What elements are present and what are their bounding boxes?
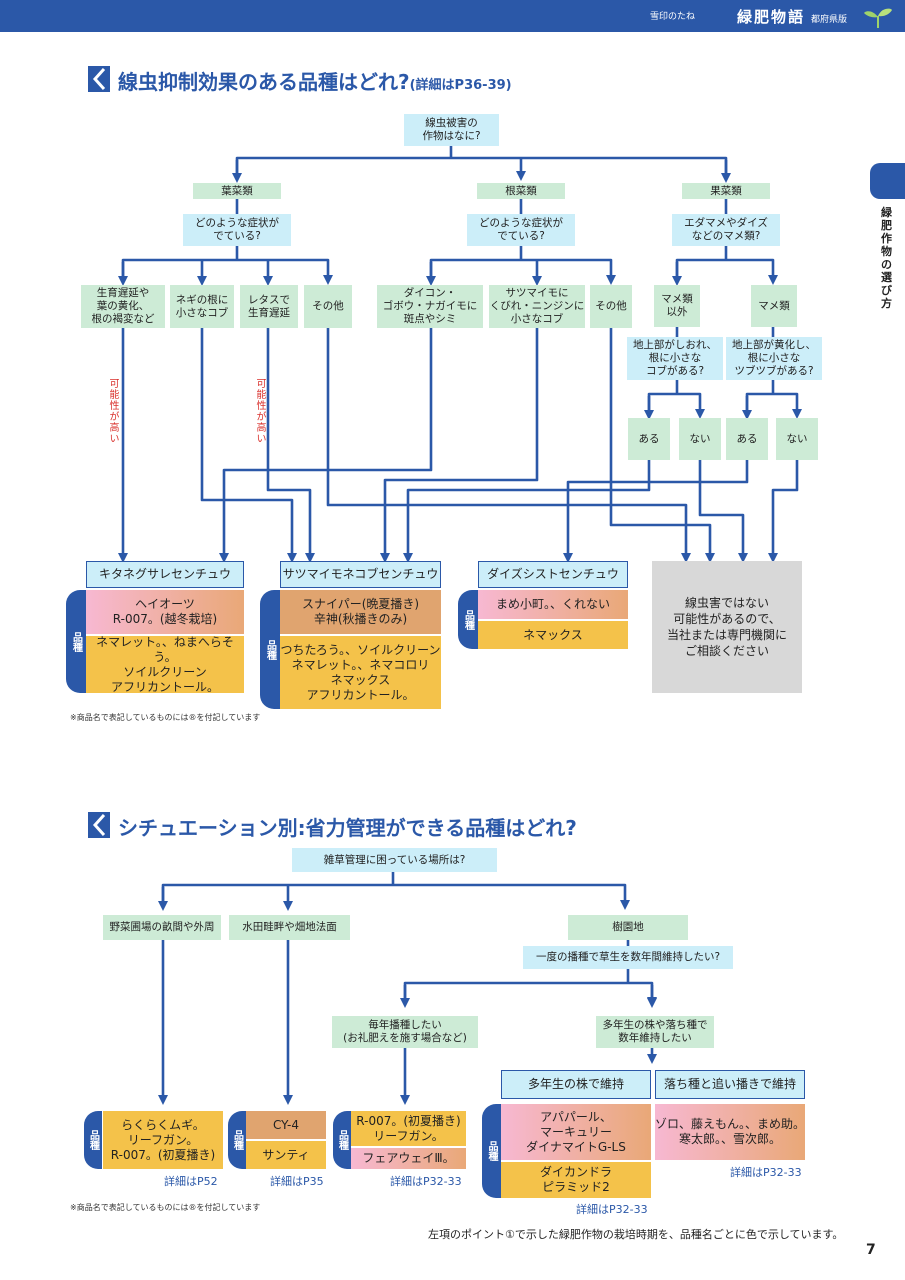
variety2-group-1: らくらくムギ。 リーフガン。 R-007。(初夏播き) — [103, 1111, 223, 1169]
likely-label-2: 可能性が高い — [254, 378, 265, 444]
node2-opt-annual: 毎年播種したい (お礼肥えを施す場合など) — [332, 1016, 478, 1048]
result-satsumaimonekobu: サツマイモネコブセンチュウ — [280, 561, 441, 588]
result3-variety-a: まめ小町。、くれない — [478, 590, 628, 619]
node-sym-leaf-3: レタスで 生育遅延 — [240, 285, 298, 328]
node2-opt-perennial: 多年生の株や落ち種で 数年維持したい — [596, 1016, 714, 1048]
node-q-bean-yes: 地上部が黄化し、 根に小さな ツブツブがある? — [726, 337, 822, 380]
detail-link-3[interactable]: 詳細はP32-33 — [390, 1175, 462, 1188]
page-number: 7 — [866, 1242, 876, 1258]
variety2-label-3: 品種 — [333, 1111, 351, 1169]
footer-note: 左項のポイント①で示した緑肥作物の栽培時期を、品種名ごとに色で示しています。 — [428, 1228, 844, 1241]
variety2-group-2b: サンティ — [246, 1141, 326, 1169]
result3-variety-b: ネマックス — [478, 621, 628, 649]
variety2-label-4: 品種 — [482, 1104, 501, 1198]
node2-place-2: 水田畦畔や畑地法面 — [229, 915, 350, 940]
result2-variety-b: つちたろう。、ソイルクリーン ネマレット。、ネマコロリ ネマックス アフリカント… — [280, 636, 441, 709]
node-q-bean-no: 地上部がしおれ、 根に小さな コブがある? — [627, 337, 723, 380]
head-seed: 落ち種と追い播きで維持 — [655, 1070, 805, 1099]
section1-chevron-icon — [88, 66, 110, 92]
variety2-group-4a: アパパール、 マーキュリー ダイナマイトG-LS — [501, 1104, 651, 1160]
node-cat-leaf: 葉菜類 — [193, 183, 281, 199]
section1-title: 線虫抑制効果のある品種はどれ?(詳細はP36-39) — [118, 66, 512, 95]
node-sym-leaf-1: 生育遅延や 葉の黄化、 根の褐変など — [81, 285, 165, 328]
node-cat-root: 根菜類 — [477, 183, 565, 199]
variety-label-1: 品種 — [66, 590, 86, 693]
result-kitanegusare: キタネグサレセンチュウ — [86, 561, 244, 588]
node-sym-leaf-2: ネギの根に 小さなコブ — [170, 285, 234, 328]
node-root: 線虫被害の 作物はなに? — [404, 114, 499, 146]
header-bar — [0, 0, 905, 32]
detail-link-2[interactable]: 詳細はP35 — [270, 1175, 324, 1188]
node2-place-3: 樹園地 — [568, 915, 688, 940]
node-sym-root-1: ダイコン・ ゴボウ・ナガイモに 斑点やシミ — [377, 285, 483, 328]
node-sym-root-2: サツマイモに くびれ・ニンジンに 小さなコブ — [489, 285, 585, 328]
detail-link-4[interactable]: 詳細はP32-33 — [576, 1203, 648, 1216]
result-no-nematode: 線虫害ではない 可能性があるので、 当社または専門機関に ご相談ください — [652, 561, 802, 693]
node-q-leaf: どのような症状が でている? — [183, 214, 291, 246]
node-q-fruit: エダマメやダイズ などのマメ類? — [672, 214, 780, 246]
result1-variety-b: ネマレット。、ねまへらそう。 ソイルクリーン アフリカントール。 — [86, 635, 244, 694]
variety2-group-5: ゾロ、藤えもん。、まめ助。 寒太郎。、雪次郎。 — [655, 1104, 805, 1160]
node-ans-2: ない — [679, 418, 721, 460]
node-ans-4: ない — [776, 418, 818, 460]
node2-place-1: 野菜圃場の畝間や外周 — [103, 915, 221, 940]
node-bean-yes: マメ類 — [751, 285, 797, 327]
variety2-label-2: 品種 — [228, 1111, 246, 1169]
node-ans-3: ある — [726, 418, 768, 460]
node-sym-leaf-4: その他 — [304, 285, 352, 328]
detail-link-5[interactable]: 詳細はP32-33 — [730, 1166, 802, 1179]
header-subtitle: 雪印のたね — [649, 12, 695, 22]
variety2-group-3b: フェアウェイⅢ。 — [351, 1148, 466, 1169]
variety-label-2: 品種 — [260, 590, 280, 709]
header-brand: 緑肥物語都府県版 — [737, 6, 847, 27]
section1-title-ref: (詳細はP36-39) — [409, 78, 512, 93]
brand-name: 緑肥物語 — [736, 8, 805, 26]
section2-note: ※商品名で表記しているものには®を付記しています — [70, 1203, 261, 1212]
variety2-group-3a: R-007。(初夏播き) リーフガン。 — [351, 1111, 466, 1146]
result2-variety-a: スナイパー(晩夏播き) 辛神(秋播きのみ) — [280, 590, 441, 634]
node-ans-1: ある — [628, 418, 670, 460]
variety-label-3: 品種 — [458, 590, 478, 649]
section2-title: シチュエーション別:省力管理ができる品種はどれ? — [118, 816, 577, 840]
section1-note: ※商品名で表記しているものには®を付記しています — [70, 713, 261, 722]
node2-q-orchard: 一度の播種で草生を数年間維持したい? — [523, 946, 733, 969]
detail-link-1[interactable]: 詳細はP52 — [164, 1175, 218, 1188]
side-tab-label: 緑肥作物の選び方 — [881, 206, 892, 310]
brand-edition: 都府県版 — [810, 15, 847, 25]
section1-title-text: 線虫抑制効果のある品種はどれ? — [118, 70, 410, 94]
section2-chevron-icon — [88, 812, 110, 838]
node2-root: 雑草管理に困っている場所は? — [292, 848, 497, 872]
node-cat-fruit: 果菜類 — [682, 183, 770, 199]
variety2-label-1: 品種 — [84, 1111, 102, 1169]
variety2-group-4b: ダイカンドラ ピラミッド2 — [501, 1162, 651, 1198]
result1-variety-a: ヘイオーツ R-007。(越冬栽培) — [86, 590, 244, 634]
result-daizushisuto: ダイズシストセンチュウ — [478, 561, 628, 588]
head-perennial: 多年生の株で維持 — [501, 1070, 651, 1099]
node-sym-root-3: その他 — [590, 285, 632, 328]
node-bean-no: マメ類 以外 — [654, 285, 700, 327]
side-tab[interactable] — [870, 163, 905, 199]
likely-label-1: 可能性が高い — [107, 378, 118, 444]
node-q-root: どのような症状が でている? — [467, 214, 575, 246]
sprout-icon — [864, 8, 892, 28]
variety2-group-2a: CY-4 — [246, 1111, 326, 1139]
